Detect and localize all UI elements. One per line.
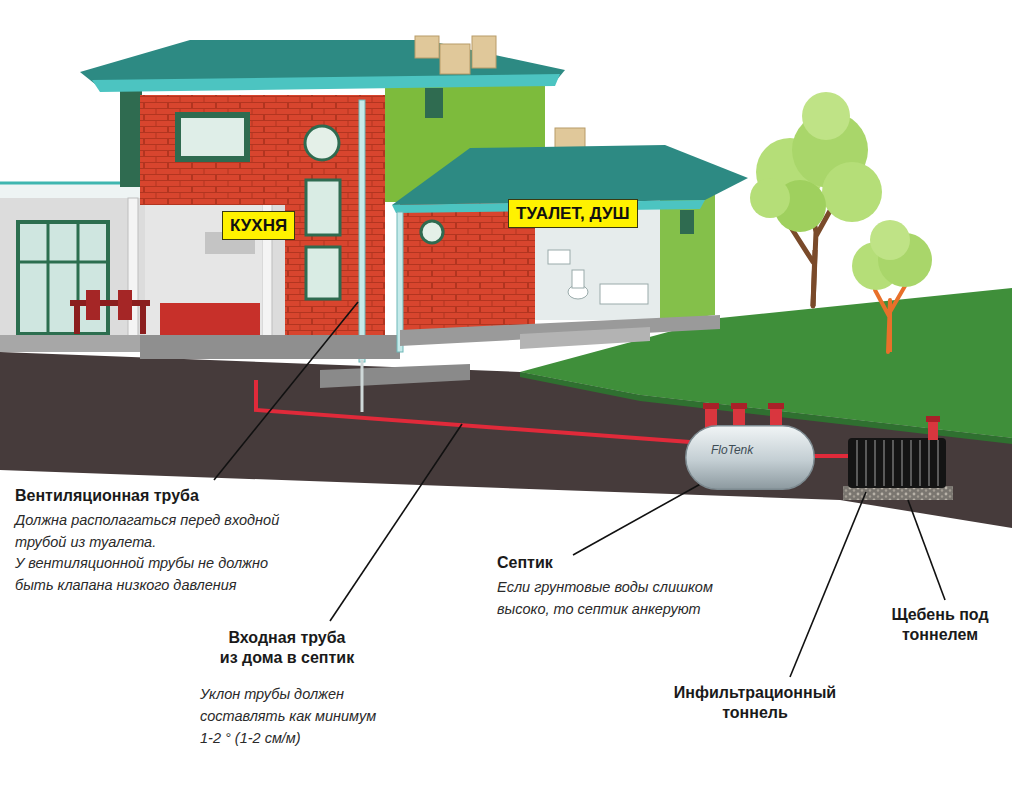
drawing-rect <box>306 180 340 235</box>
drawing-polygon <box>92 74 560 92</box>
drawing-rect <box>472 36 496 68</box>
drawing-path <box>813 250 815 306</box>
callout-heading: Септик <box>497 553 647 573</box>
drawing-path <box>812 454 850 458</box>
drawing-rect <box>160 303 260 335</box>
drawing-path <box>214 302 358 480</box>
callout-heading: Щебень под тоннелем <box>875 605 1005 645</box>
callout-note: У вентиляционной трубы не должно быть кл… <box>15 553 305 597</box>
drawing-rect <box>415 36 439 58</box>
drawing-rect <box>18 222 108 334</box>
drawing-circle <box>802 92 850 140</box>
drawing-rect <box>768 403 784 409</box>
drawing-path <box>875 286 905 352</box>
callout-heading: Инфильтрационный тоннель <box>660 683 850 723</box>
tank-body <box>686 426 815 490</box>
drawing-rect <box>440 44 470 74</box>
room-tag: КУХНЯ <box>222 211 295 240</box>
infiltration-tunnel <box>843 416 953 500</box>
drawing-circle <box>305 126 339 160</box>
leader-lines <box>214 302 945 677</box>
drawing-polygon <box>660 190 715 322</box>
trees <box>750 92 932 352</box>
drawing-rect <box>572 270 584 288</box>
drawing-rect <box>928 420 938 440</box>
drawing-path <box>330 424 462 621</box>
drawing-rect <box>118 290 132 320</box>
porch <box>0 183 300 352</box>
drawing-rect <box>175 112 250 162</box>
drawing-rect <box>306 247 340 299</box>
drawing-rect <box>548 250 570 264</box>
callout-note: Должна располагаться перед входной трубо… <box>15 510 305 554</box>
drawing-polygon <box>520 327 650 349</box>
callout-heading: Вентиляционная труба <box>15 486 315 506</box>
drawing-polygon <box>392 145 748 205</box>
house-annex <box>320 128 748 388</box>
callout-heading: Входная труба из дома в септик <box>218 628 356 668</box>
septic-tank: FloTenk <box>685 425 815 490</box>
drawing-rect <box>140 306 146 334</box>
drawing-path <box>256 380 690 442</box>
drawing-circle <box>750 178 790 218</box>
drawing-rect <box>120 82 142 187</box>
drawing-rect <box>359 100 365 362</box>
tank-outline <box>685 425 815 490</box>
room-tag: ТУАЛЕТ, ДУШ <box>508 199 638 228</box>
drawing-rect <box>425 88 443 118</box>
drawing-path <box>790 492 866 677</box>
drawing-rect <box>600 284 648 304</box>
callout-note: Уклон трубы должен составлять как миниму… <box>200 684 385 749</box>
drawing-rect <box>926 416 940 422</box>
drawing-rect <box>848 438 946 488</box>
drawing-path <box>857 440 938 486</box>
drawing-rect <box>140 335 400 359</box>
drawing-circle <box>870 220 910 260</box>
drawing-path <box>888 300 892 352</box>
drawing-rect <box>140 95 385 205</box>
node-text: КУХНЯ <box>230 215 287 236</box>
drawing-rect <box>181 118 244 156</box>
drawing-path <box>361 360 364 412</box>
drawing-rect <box>703 403 719 409</box>
drawing-rect <box>680 210 694 234</box>
drawing-rect <box>74 306 80 334</box>
drawing-rect <box>843 486 953 500</box>
drawing-rect <box>70 300 150 306</box>
drawing-rect <box>86 290 100 320</box>
drawing-circle <box>421 221 443 243</box>
drawing-circle <box>822 162 882 222</box>
drawing-rect <box>0 198 290 338</box>
callout-note: Если грунтовые воды слишком высоко, то с… <box>497 577 752 621</box>
drawing-polygon <box>320 364 470 388</box>
node-text: ТУАЛЕТ, ДУШ <box>516 203 630 224</box>
drawing-rect <box>731 403 747 409</box>
drawing-path <box>908 500 945 600</box>
node-text: FloTenk <box>711 443 753 457</box>
drawing-path <box>18 222 108 334</box>
